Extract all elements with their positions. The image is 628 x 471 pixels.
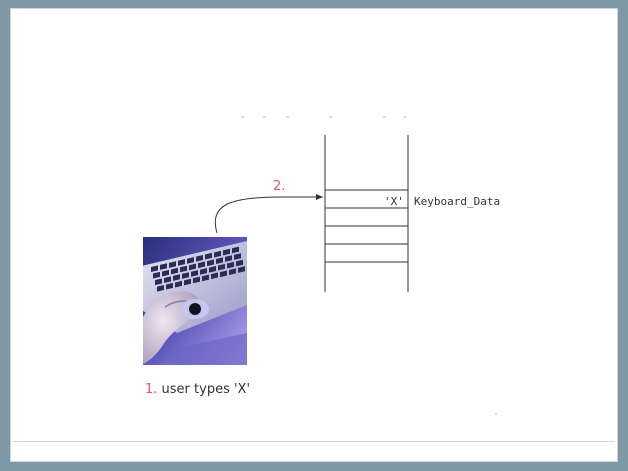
step-2-label: 2. [273,179,285,194]
footer-divider [13,441,615,442]
memory-buffer [325,135,408,292]
speck [495,413,497,415]
step-1-caption: 1. user types 'X' [145,382,250,397]
step-1-number: 1. [145,382,157,397]
step-1-text: user types 'X' [157,382,250,397]
faint-title-dots [241,116,406,118]
data-flow-arrow [215,197,323,233]
keyboard-buffer-diagram: 'X' Keyboard_Data 2. [11,9,618,462]
buffer-value-label: 'X' [384,195,404,208]
keyboard-hand-photo [143,237,247,365]
buffer-name-label: Keyboard_Data [414,195,500,208]
slide-canvas: 'X' Keyboard_Data 2. [10,8,618,462]
